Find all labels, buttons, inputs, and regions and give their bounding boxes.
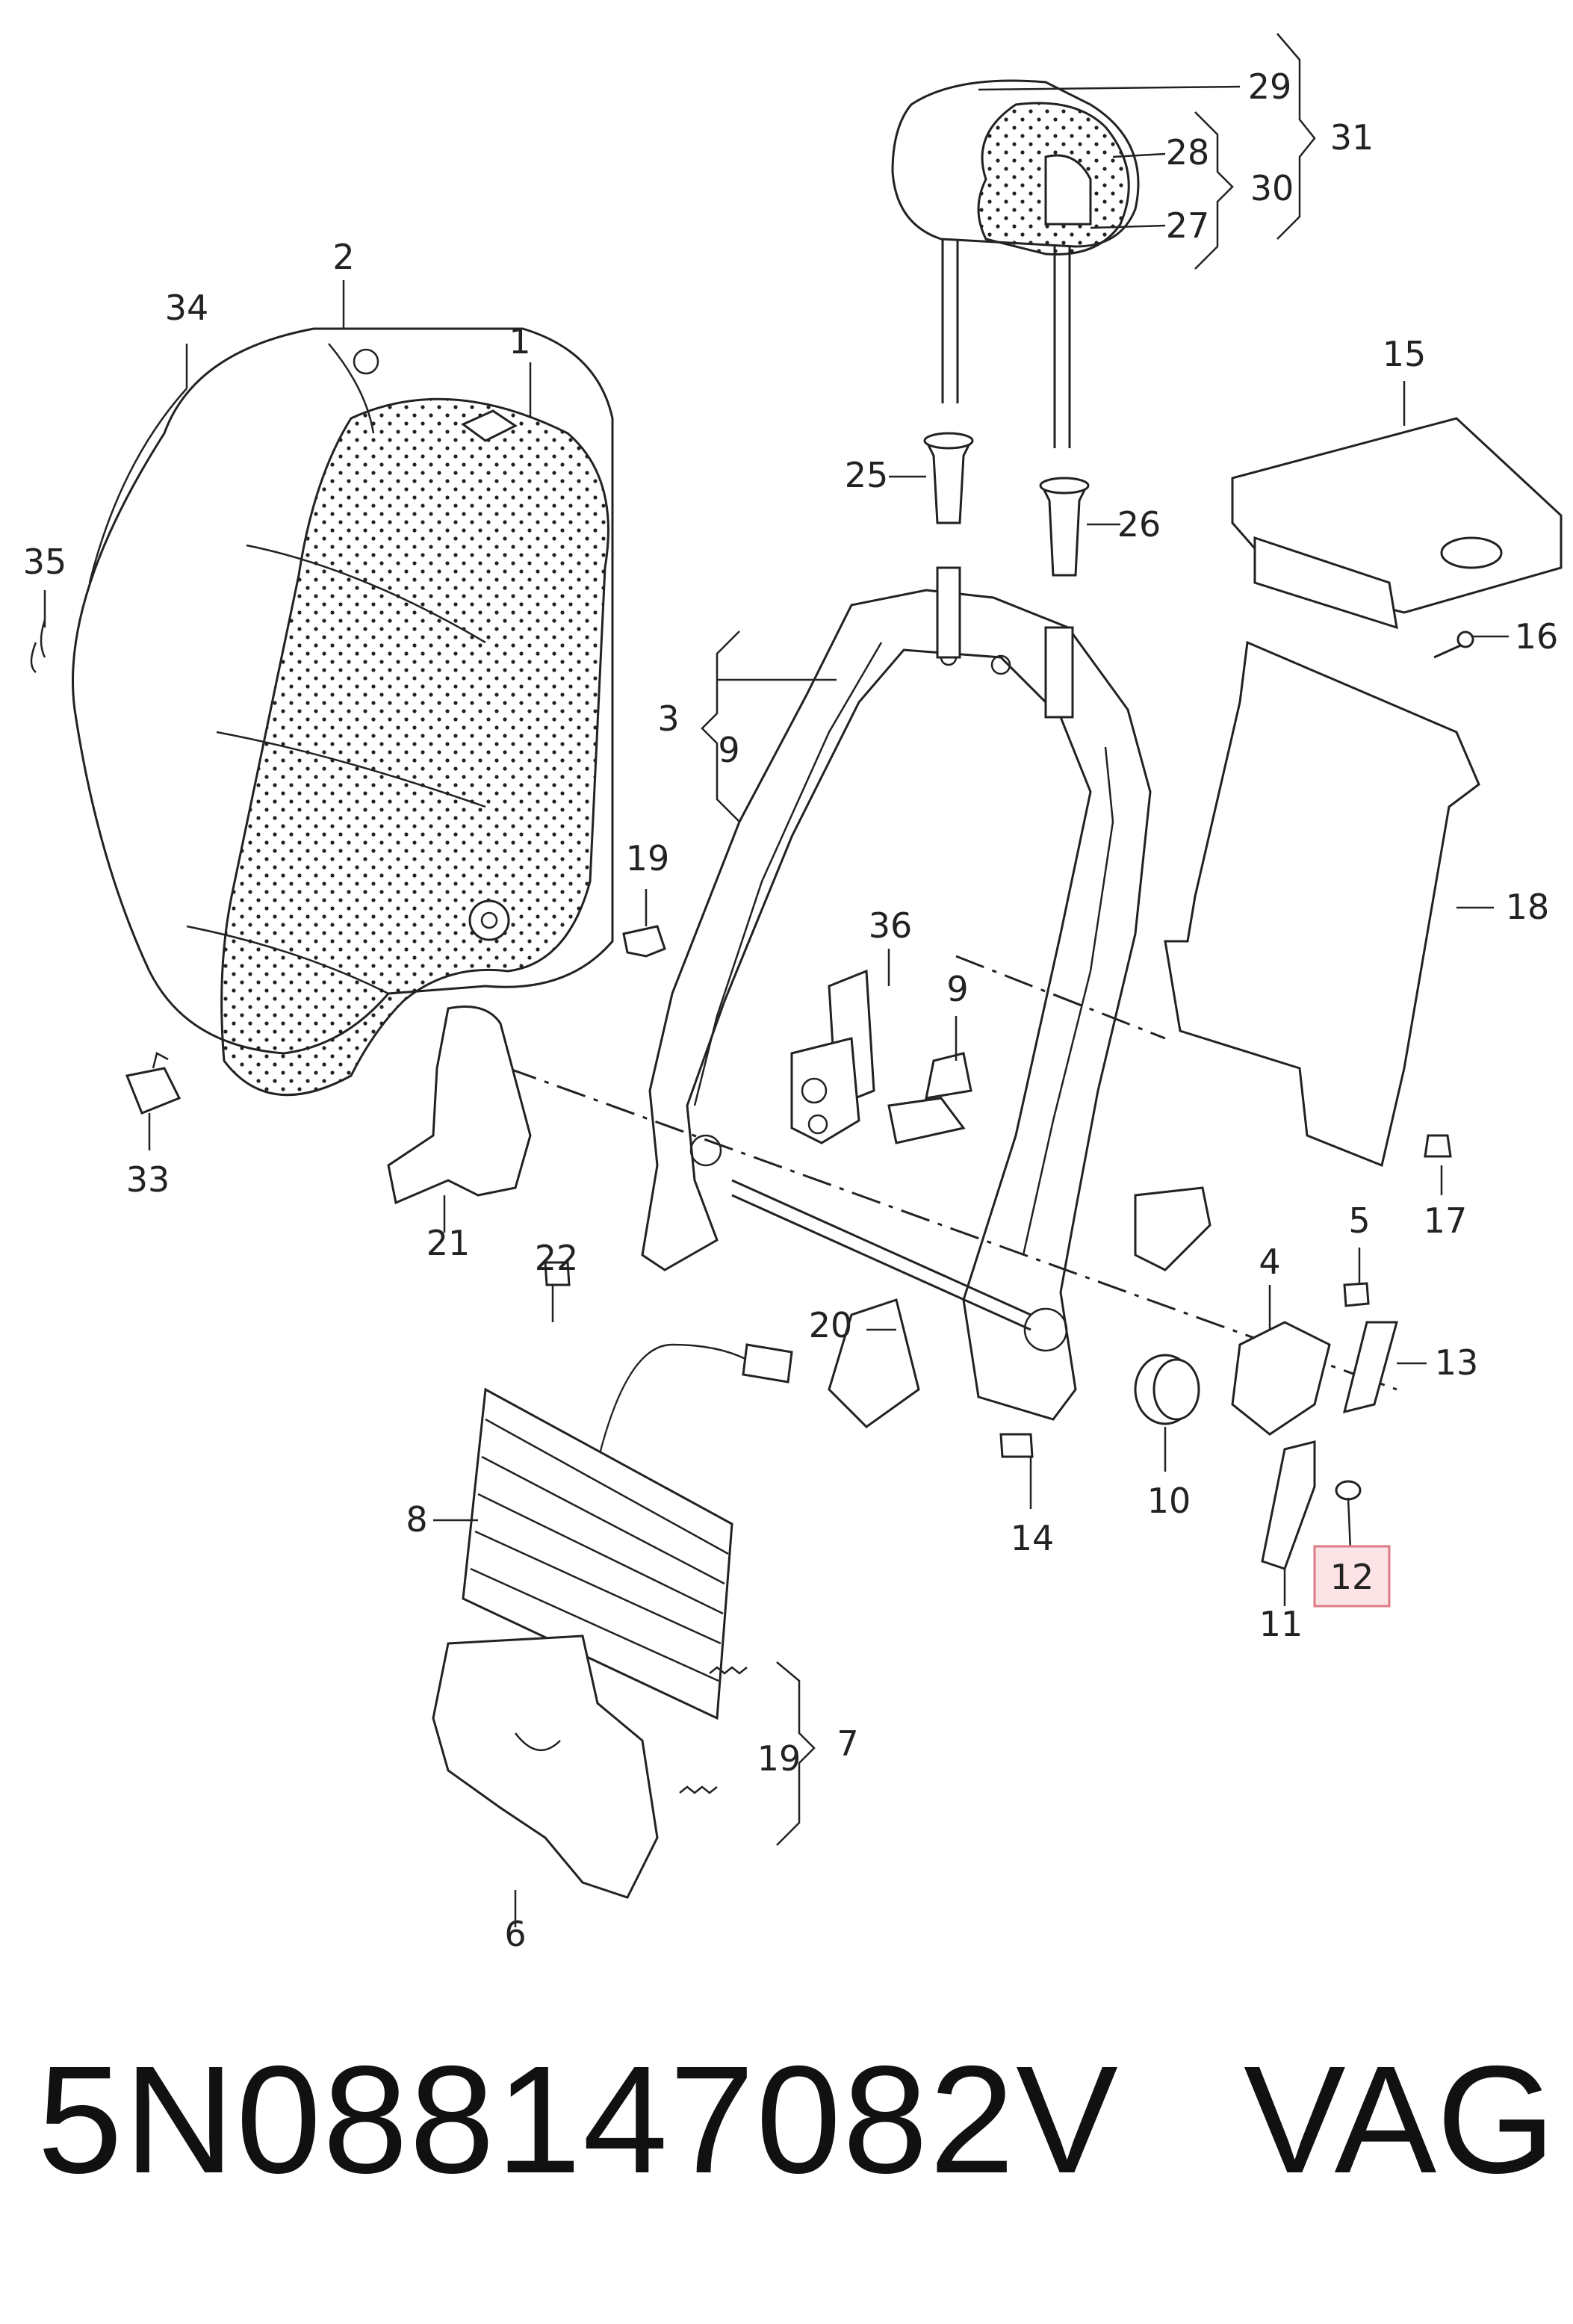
callout-10: 10 (1147, 1481, 1191, 1521)
brand-label: VAG (1244, 2034, 1556, 2205)
leader-lines (43, 33, 1509, 1927)
callout-29: 29 (1248, 66, 1292, 107)
callout-18: 18 (1506, 887, 1550, 927)
callout-36: 36 (869, 905, 913, 946)
callout-4: 4 (1259, 1242, 1280, 1282)
lumbar-support-8 (462, 1387, 733, 1720)
callout-5: 5 (1348, 1200, 1370, 1241)
callout-14: 14 (1011, 1518, 1055, 1558)
callout-labels: 1 2 3 4 5 6 7 8 9 9 10 11 12 13 14 15 16… (23, 66, 1559, 1954)
callout-31: 31 (1330, 117, 1374, 158)
headrest-posts (941, 239, 1071, 448)
lumbar-plate-6 (432, 1634, 659, 1899)
headrest (891, 79, 1140, 255)
assembly-axis-2 (955, 955, 1166, 1040)
headrest-guide-25 (923, 432, 974, 524)
backrest-panel-18 (1164, 640, 1480, 1168)
callout-8: 8 (406, 1499, 427, 1540)
trim-wire-34 (88, 388, 187, 583)
callout-21: 21 (426, 1223, 471, 1263)
lever-13 (1342, 1321, 1398, 1414)
clip-19-upper (622, 925, 666, 958)
callout-3: 3 (657, 698, 679, 739)
callout-19-upper: 19 (626, 838, 670, 879)
screw-14 (999, 1433, 1034, 1458)
assembly-axis (507, 1067, 1397, 1391)
bracket-20 (828, 1298, 920, 1428)
springs-19 (679, 1666, 748, 1794)
callout-34: 34 (165, 288, 209, 328)
callout-9-middle: 9 (946, 969, 968, 1009)
clip-33 (125, 1052, 182, 1115)
seat-back-padding (220, 397, 609, 1097)
cap-12 (1335, 1480, 1362, 1501)
callout-20: 20 (809, 1305, 853, 1345)
callout-35: 35 (23, 542, 67, 582)
screw-22 (544, 1261, 571, 1286)
pin-5 (1343, 1282, 1370, 1307)
frame-cross-tube (731, 1179, 1031, 1331)
callout-6: 6 (504, 1914, 526, 1954)
callout-19-lower: 19 (757, 1738, 801, 1779)
callout-7: 7 (837, 1723, 858, 1764)
bracket-21 (387, 1005, 532, 1205)
callout-12: 12 (1330, 1557, 1374, 1597)
cover-panel-15 (1231, 417, 1563, 630)
callout-17: 17 (1424, 1200, 1468, 1241)
headrest-guide-26 (1039, 477, 1090, 577)
callout-12-highlight (1313, 1545, 1391, 1608)
callout-13: 13 (1435, 1342, 1479, 1383)
callout-25: 25 (845, 455, 889, 495)
screw-16 (1433, 630, 1474, 659)
callout-26: 26 (1117, 504, 1161, 545)
callout-9-upper: 9 (718, 730, 739, 770)
recliner-housing-4 (1231, 1321, 1331, 1436)
part-number: 5N088147082V (37, 2034, 1120, 2205)
footer: 5N088147082V VAG (0, 2032, 1573, 2256)
recliner-motor-36 (790, 969, 875, 1144)
callout-22: 22 (535, 1238, 579, 1278)
callout-15: 15 (1383, 334, 1427, 374)
clip-17 (1424, 1134, 1452, 1158)
callout-27: 27 (1166, 205, 1210, 246)
callout-11: 11 (1259, 1604, 1303, 1644)
backrest-frame (641, 566, 1152, 1421)
bracket-9 (887, 1052, 1211, 1271)
lever-11 (1261, 1440, 1316, 1570)
callout-16: 16 (1515, 616, 1559, 657)
callout-1: 1 (509, 321, 530, 362)
knob-10 (1134, 1354, 1200, 1425)
callout-33: 33 (126, 1159, 170, 1200)
callout-28: 28 (1166, 132, 1210, 173)
callout-30: 30 (1250, 168, 1294, 208)
trim-wire-35 (30, 619, 46, 673)
callout-2: 2 (332, 237, 354, 277)
